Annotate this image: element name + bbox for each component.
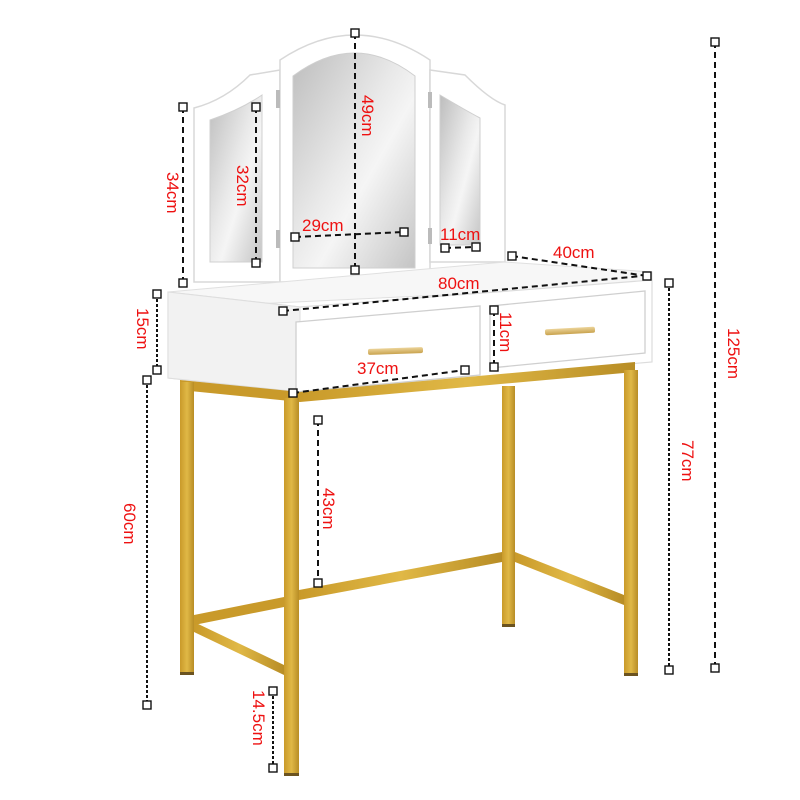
dim-leg-height: 60cm (120, 375, 152, 710)
mirror-left-glass (209, 94, 263, 263)
svg-text:125cm: 125cm (724, 328, 743, 379)
svg-text:14.5cm: 14.5cm (249, 690, 268, 746)
dim-drawer-height: 11cm (489, 305, 515, 372)
dim-mirror-side-frame-height: 34cm (163, 102, 188, 288)
leg-front-right (624, 370, 638, 675)
dim-mirror-center-glass-width: 29cm (290, 216, 409, 242)
dim-drawer-width: 37cm (288, 359, 470, 398)
svg-text:60cm: 60cm (120, 503, 139, 545)
crossbar-back (194, 597, 284, 625)
hinge (276, 90, 280, 108)
drawer-right-handle[interactable] (544, 326, 596, 336)
dim-mirror-side-glass-width: 11cm (440, 225, 481, 253)
leg-back-right (502, 386, 515, 626)
svg-text:34cm: 34cm (163, 172, 182, 214)
dim-mirror-center-height: 49cm (350, 28, 377, 275)
gold-frame (180, 362, 638, 776)
foot (180, 672, 194, 675)
hinge (428, 92, 432, 108)
svg-text:37cm: 37cm (357, 359, 399, 378)
dim-table-depth: 40cm (507, 243, 652, 281)
apron-front (300, 362, 635, 402)
drawer-left-handle[interactable] (367, 347, 424, 355)
svg-text:11cm: 11cm (440, 225, 480, 244)
svg-text:15cm: 15cm (133, 308, 152, 350)
dim-knee-clearance: 43cm (313, 415, 338, 588)
dim-table-width: 80cm (278, 274, 642, 316)
foot (284, 773, 299, 776)
svg-text:11cm: 11cm (496, 312, 515, 352)
svg-text:40cm: 40cm (553, 243, 595, 262)
table-body (167, 261, 653, 393)
hinge (276, 230, 280, 248)
leg-front-left (284, 398, 299, 775)
svg-text:80cm: 80cm (438, 274, 480, 293)
dim-crossbar-height: 14.5cm (249, 686, 278, 773)
tri-fold-mirror (193, 34, 506, 283)
crossbar-front (299, 552, 502, 600)
svg-text:49cm: 49cm (358, 95, 377, 137)
dim-total-height: 125cm (710, 37, 743, 673)
svg-text:77cm: 77cm (678, 440, 697, 482)
apron-side (180, 380, 300, 402)
mirror-center-glass (292, 52, 416, 269)
svg-text:32cm: 32cm (233, 165, 252, 207)
dim-mirror-side-glass-height: 32cm (233, 102, 261, 268)
dimension-annotations: 49cm 34cm 32cm 29cm 11cm (120, 28, 743, 773)
dim-table-height: 77cm (664, 278, 697, 675)
dim-drawer-box-height: 15cm (133, 289, 162, 375)
foot (502, 624, 515, 627)
svg-text:29cm: 29cm (302, 216, 344, 235)
crossbar-left (194, 622, 284, 675)
foot (624, 673, 638, 676)
svg-text:43cm: 43cm (319, 488, 338, 530)
crossbar-right (515, 552, 624, 605)
hinge (428, 228, 432, 244)
mirror-right-glass (439, 94, 481, 246)
leg-back-left (180, 382, 194, 674)
